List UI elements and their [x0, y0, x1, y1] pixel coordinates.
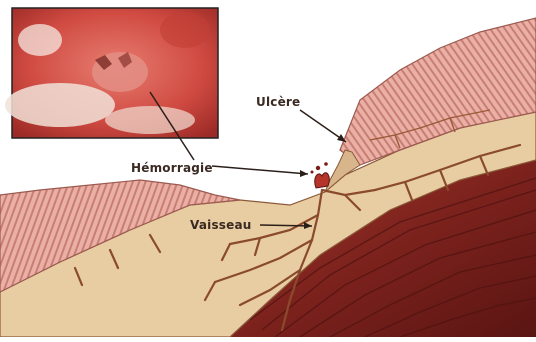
hemorrhage-arrowhead	[300, 170, 308, 177]
endoscopic-inset	[5, 8, 218, 138]
hemorrhage-pointer	[212, 166, 308, 174]
vessel-label: Vaisseau	[190, 218, 252, 232]
ulcer-label: Ulcère	[256, 95, 300, 109]
hemorrhage-label: Hémorragie	[131, 161, 213, 175]
hemorrhage-site	[311, 162, 330, 188]
